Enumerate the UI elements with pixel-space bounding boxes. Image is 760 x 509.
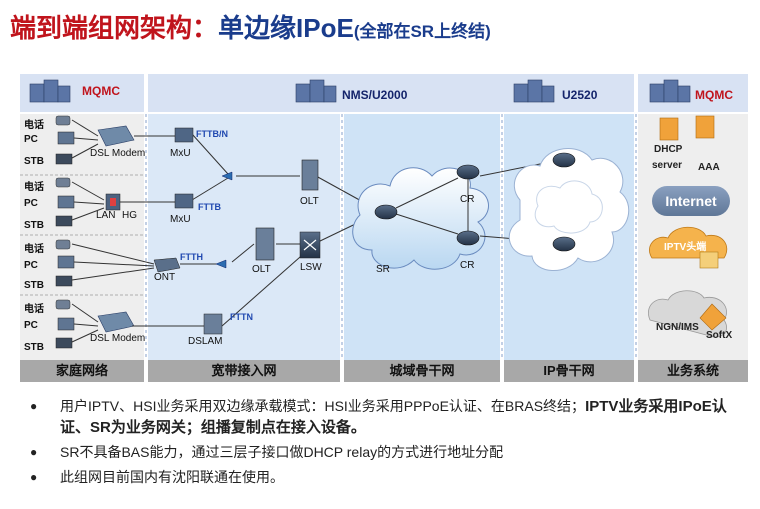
home-pc-label: PC bbox=[24, 198, 38, 209]
bullet-item: ●用户IPTV、HSI业务采用双边缘承载模式：HSI业务采用PPPoE认证、在B… bbox=[30, 398, 727, 436]
home-phone-label: 电话 bbox=[24, 182, 44, 193]
home-pc-label: PC bbox=[24, 320, 38, 331]
home-pc-label: PC bbox=[24, 134, 38, 145]
olt-label: OLT bbox=[252, 264, 271, 275]
fttn-label: FTTN bbox=[230, 312, 253, 322]
olt-label: OLT bbox=[300, 196, 319, 207]
lsw-icon bbox=[299, 231, 321, 259]
hg-label: HG bbox=[122, 210, 137, 221]
pc-icon bbox=[57, 131, 75, 331]
server-icon bbox=[29, 79, 691, 103]
sr-label: SR bbox=[376, 264, 390, 275]
zone-home bbox=[20, 114, 144, 380]
bullet-text: 用户IPTV、HSI业务采用双边缘承载模式：HSI业务采用PPPoE认证、在BR… bbox=[60, 398, 586, 414]
bullet-item: ●此组网目前国内有沈阳联通在使用。 bbox=[30, 469, 284, 485]
home-gateway-icon bbox=[105, 193, 121, 211]
lsw-label: LSW bbox=[300, 262, 322, 273]
phone-icon bbox=[55, 115, 71, 310]
ip-backbone-cloud bbox=[508, 148, 630, 271]
home-phone-label: 电话 bbox=[24, 244, 44, 255]
dsl-modem-label: DSL Modem bbox=[90, 148, 146, 159]
home-phone-label: 电话 bbox=[24, 120, 44, 131]
ngn-ims-label: NGN/IMS bbox=[656, 322, 699, 333]
home-pc-label: PC bbox=[24, 260, 38, 271]
bullet-text: 此组网目前国内有沈阳联通在使用。 bbox=[60, 469, 284, 485]
metro-cloud bbox=[352, 167, 489, 270]
mgmt-label-left: MQMC bbox=[82, 84, 120, 98]
title-sub: 单边缘IPoE bbox=[218, 13, 354, 43]
zone-label-services: 业务系统 bbox=[638, 360, 748, 382]
cr-label: CR bbox=[460, 260, 475, 271]
dslam-icon bbox=[203, 313, 223, 335]
dslam-label: DSLAM bbox=[188, 336, 223, 347]
zone-label-home: 家庭网络 bbox=[20, 360, 144, 382]
mgmt-label-right: MQMC bbox=[695, 88, 733, 102]
mxu-icon bbox=[174, 127, 194, 209]
internet-badge: Internet bbox=[652, 186, 730, 216]
router-icon bbox=[374, 164, 480, 246]
lan-label: LAN bbox=[96, 210, 116, 221]
zone-label-metro: 城域骨干网 bbox=[344, 360, 500, 382]
mgmt-label-u2520: U2520 bbox=[562, 88, 598, 102]
zone-label-access: 宽带接入网 bbox=[148, 360, 340, 382]
splitter-icon bbox=[215, 171, 233, 269]
softx-icon bbox=[699, 303, 727, 331]
ont-icon bbox=[153, 257, 181, 273]
cr-label: CR bbox=[460, 194, 475, 205]
home-stb-label: STB bbox=[24, 280, 44, 291]
ftth-label: FTTH bbox=[180, 252, 203, 262]
dsl-modem-label: DSL Modem bbox=[90, 333, 146, 344]
mxu-label: MxU bbox=[170, 148, 191, 159]
title-main: 端到端组网架构： bbox=[10, 13, 219, 43]
ont-label: ONT bbox=[154, 272, 176, 283]
server-icon bbox=[659, 115, 715, 141]
olt-icon bbox=[255, 159, 319, 261]
iptv-cloud bbox=[649, 226, 728, 259]
softx-label: SoftX bbox=[706, 330, 733, 341]
dhcp-label: DHCP bbox=[654, 144, 683, 155]
page-title: 端到端组网架构：单边缘IPoE(全部在SR上终结) bbox=[10, 8, 491, 45]
bullet-text-bold: IPTV业务采用IPoE认证、SR为业务网关；组播复制点在接入设备。 bbox=[60, 398, 727, 436]
iptv-headend-icon bbox=[699, 251, 719, 269]
mgmt-label-nms: NMS/U2000 bbox=[342, 88, 408, 102]
iptv-headend-label: IPTV头端 bbox=[664, 242, 707, 253]
title-note: (全部在SR上终结) bbox=[353, 22, 491, 41]
router-icon bbox=[552, 152, 576, 252]
dhcp-server-label: server bbox=[652, 160, 683, 171]
bullet-text: SR不具备BAS能力，通过三层子接口做DHCP relay的方式进行地址分配 bbox=[60, 444, 504, 460]
bullet-list: ●用户IPTV、HSI业务采用双边缘承载模式：HSI业务采用PPPoE认证、在B… bbox=[30, 396, 750, 492]
stb-icon bbox=[55, 153, 73, 349]
zone-label-ip-backbone: IP骨干网 bbox=[504, 360, 634, 382]
home-stb-label: STB bbox=[24, 156, 44, 167]
aaa-label: AAA bbox=[698, 162, 720, 173]
home-phone-label: 电话 bbox=[24, 304, 44, 315]
bullet-item: ●SR不具备BAS能力，通过三层子接口做DHCP relay的方式进行地址分配 bbox=[30, 444, 504, 460]
home-stb-label: STB bbox=[24, 220, 44, 231]
fttbn-label: FTTB/N bbox=[196, 129, 228, 139]
mxu-label: MxU bbox=[170, 214, 191, 225]
fttb-label: FTTB bbox=[198, 202, 221, 212]
dsl-modem-icon bbox=[97, 125, 135, 333]
home-stb-label: STB bbox=[24, 342, 44, 353]
